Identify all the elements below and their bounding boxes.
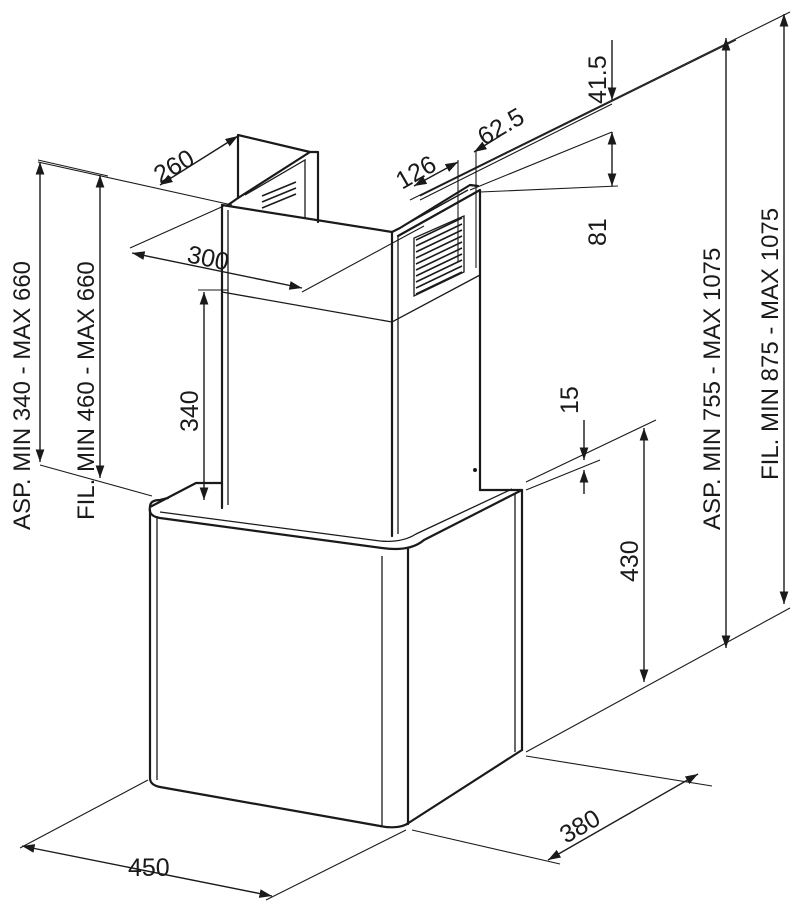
chimney-upper bbox=[226, 133, 480, 298]
label-15: 15 bbox=[556, 386, 584, 414]
dimension-labels: 260 300 126 62.5 41.5 81 340 15 430 450 … bbox=[9, 55, 784, 882]
label-300: 300 bbox=[185, 240, 232, 276]
hood-base-body bbox=[148, 481, 524, 829]
label-fil-left: FIL. MIN 460 - MAX 660 bbox=[73, 261, 100, 520]
label-260: 260 bbox=[149, 144, 199, 189]
vent-grill bbox=[413, 215, 465, 298]
label-450: 450 bbox=[128, 854, 170, 882]
label-asp-left: ASP. MIN 340 - MAX 660 bbox=[9, 261, 36, 530]
label-62-5: 62.5 bbox=[473, 103, 529, 152]
label-430: 430 bbox=[616, 540, 644, 582]
label-asp-right: ASP. MIN 755 - MAX 1075 bbox=[699, 248, 726, 530]
dimension-lines bbox=[19, 11, 791, 901]
label-380: 380 bbox=[555, 804, 605, 849]
label-fil-right: FIL. MIN 875 - MAX 1075 bbox=[757, 208, 784, 480]
chimney-lower bbox=[220, 188, 482, 538]
label-41-5: 41.5 bbox=[584, 55, 612, 104]
label-340: 340 bbox=[176, 390, 204, 432]
label-81: 81 bbox=[584, 218, 612, 246]
back-grill bbox=[261, 181, 297, 209]
